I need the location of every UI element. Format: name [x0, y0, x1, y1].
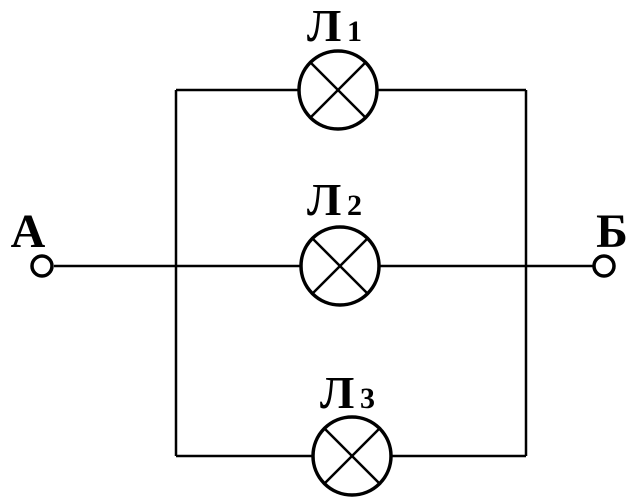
lamp-2-label: Л 2 — [307, 174, 362, 225]
lamp-1-label-index: 1 — [347, 15, 362, 48]
terminal-b-label: Б — [596, 205, 628, 258]
lamp-3-label-letter: Л — [320, 367, 354, 418]
terminal-a-node — [30, 254, 54, 278]
lamp-2-label-index: 2 — [347, 189, 362, 222]
lamp-1 — [297, 49, 379, 131]
terminal-a-label: А — [11, 205, 46, 258]
lamp-3-label: Л 3 — [320, 367, 375, 418]
lamp-1-cross-b — [309, 61, 367, 119]
terminal-b-node — [592, 254, 616, 278]
lamp-3 — [311, 415, 393, 497]
lamp-2-label-letter: Л — [307, 174, 341, 225]
lamp-3-cross-b — [323, 427, 381, 485]
wires — [54, 88, 594, 458]
lamp-3-label-index: 3 — [360, 382, 375, 415]
lamp-2-cross-b — [311, 237, 369, 295]
lamp-1-label: Л 1 — [307, 0, 362, 51]
lamp-1-label-letter: Л — [307, 0, 341, 51]
lamp-2 — [299, 225, 381, 307]
